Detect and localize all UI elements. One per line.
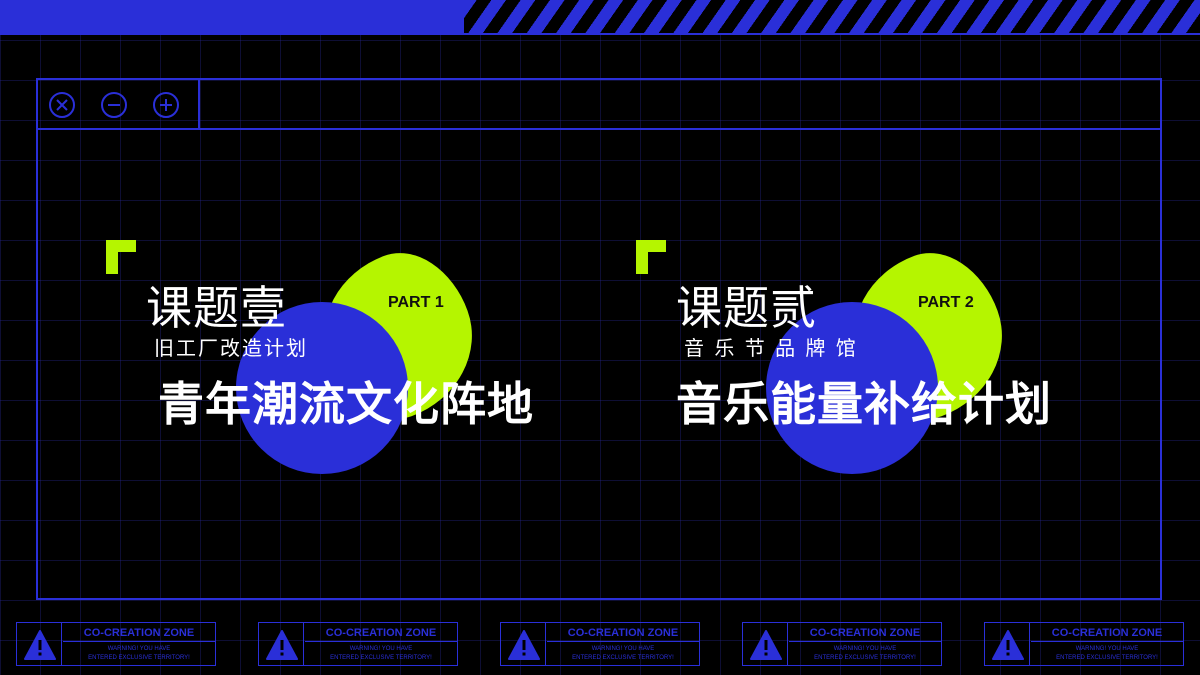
badge-divider [545,623,546,665]
topic-headline: 音乐能量补给计划 [676,377,1052,431]
warning-icon [992,630,1024,660]
warning-line-1: WARNING! YOU HAVE [833,646,897,652]
badge-divider [1029,623,1030,665]
warning-line-1: WARNING! YOU HAVE [591,646,655,652]
warning-line-2: ENTERED EXCLUSIVE TERRITORY! [1056,655,1158,661]
top-line [0,33,1200,35]
zone-label: CO-CREATION ZONE [789,625,941,642]
warning-badge: CO-CREATION ZONE WARNING! YOU HAVE ENTER… [500,622,700,666]
warning-icon [266,630,298,660]
warning-line-1: WARNING! YOU HAVE [1075,646,1139,652]
topic-subtitle: 旧工厂改造计划 [154,336,308,360]
close-icon[interactable] [48,91,76,119]
top-stripes [464,0,1200,34]
blue-circle [766,302,938,474]
zone-label: CO-CREATION ZONE [305,625,457,642]
badge-divider [303,623,304,665]
window-titlebar [38,80,1160,130]
topic-title: 课题壹 [146,281,287,335]
warning-badge: CO-CREATION ZONE WARNING! YOU HAVE ENTER… [258,622,458,666]
topic-headline: 青年潮流文化阵地 [158,377,534,431]
zone-label: CO-CREATION ZONE [547,625,699,642]
corner-bracket [106,240,136,274]
zone-label: CO-CREATION ZONE [1031,625,1183,642]
warning-icon [750,630,782,660]
warning-icon [24,630,56,660]
warning-line-2: ENTERED EXCLUSIVE TERRITORY! [572,655,674,661]
part-label: PART 2 [918,294,974,311]
warning-badge: CO-CREATION ZONE WARNING! YOU HAVE ENTER… [16,622,216,666]
warning-line-1: WARNING! YOU HAVE [107,646,171,652]
minimize-icon[interactable] [100,91,128,119]
window-frame: PART 1 课题壹 旧工厂改造计划 青年潮流文化阵地 PART 2 课题贰 音… [36,78,1162,600]
maximize-icon[interactable] [152,91,180,119]
warning-badge: CO-CREATION ZONE WARNING! YOU HAVE ENTER… [742,622,942,666]
zone-label: CO-CREATION ZONE [63,625,215,642]
window-controls [38,80,200,128]
topic-panel-2[interactable]: PART 2 课题贰 音 乐 节 品 牌 馆 音乐能量补给计划 [630,80,1150,602]
warning-line-1: WARNING! YOU HAVE [349,646,413,652]
warning-icon [508,630,540,660]
corner-bracket [636,240,666,274]
top-bar [0,0,464,34]
warning-line-2: ENTERED EXCLUSIVE TERRITORY! [814,655,916,661]
topic-subtitle: 音 乐 节 品 牌 馆 [684,336,858,360]
warning-line-2: ENTERED EXCLUSIVE TERRITORY! [330,655,432,661]
badge-divider [787,623,788,665]
blue-circle [236,302,408,474]
topic-title: 课题贰 [676,281,817,335]
warning-line-2: ENTERED EXCLUSIVE TERRITORY! [88,655,190,661]
part-label: PART 1 [388,294,444,311]
badge-divider [61,623,62,665]
topic-panel-1[interactable]: PART 1 课题壹 旧工厂改造计划 青年潮流文化阵地 [100,80,620,602]
warning-badge: CO-CREATION ZONE WARNING! YOU HAVE ENTER… [984,622,1184,666]
